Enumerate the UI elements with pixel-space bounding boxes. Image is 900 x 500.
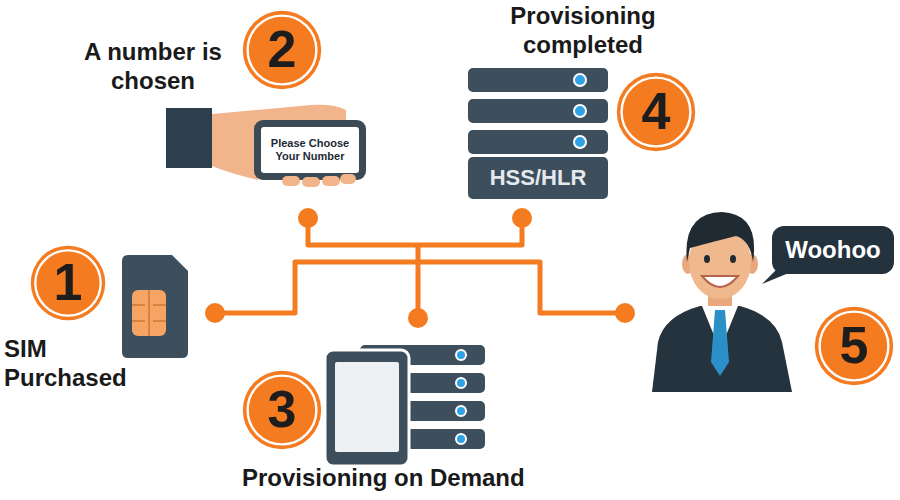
- status-light: [574, 136, 586, 148]
- wire: [416, 245, 421, 318]
- step-number: 4: [616, 72, 696, 152]
- server-unit: [468, 99, 608, 123]
- callout-number: 5: [840, 316, 869, 376]
- finger: [340, 174, 356, 184]
- status-light: [456, 350, 466, 360]
- wire-dot: [205, 303, 225, 323]
- circle-fill: [243, 371, 321, 449]
- wire-dots: [205, 208, 635, 328]
- hand-phone: [166, 105, 366, 187]
- step-number: 1: [30, 245, 106, 321]
- status-light: [456, 378, 466, 388]
- sim-card: [122, 255, 188, 358]
- chip-lines: [132, 290, 166, 336]
- server-rack: [468, 68, 608, 154]
- circle-ring: [622, 78, 691, 147]
- finger: [322, 176, 340, 186]
- status-light: [574, 74, 586, 86]
- node-text: Woohoo: [785, 236, 881, 264]
- smile: [702, 276, 738, 287]
- node-text: HSS/HLR: [490, 165, 587, 190]
- tie: [711, 310, 729, 376]
- tablet-servers: [325, 345, 485, 466]
- step-caption: SIM Purchased: [4, 335, 136, 393]
- circle-fill: [617, 73, 695, 151]
- step-caption: Provisioning on Demand: [242, 464, 525, 493]
- step-number: 2: [242, 10, 322, 90]
- wire-bus: [215, 218, 625, 318]
- callout-number: 4: [642, 82, 671, 142]
- tablet: [325, 350, 409, 466]
- status-light: [456, 406, 466, 416]
- finger: [302, 177, 320, 187]
- circle-fill: [243, 11, 321, 89]
- wire-dot: [512, 208, 532, 228]
- circle-ring: [820, 312, 889, 381]
- server-band: HSS/HLR: [468, 157, 608, 199]
- finger: [282, 176, 300, 186]
- wire-dot: [615, 303, 635, 323]
- phone: [254, 120, 366, 180]
- step-number: 5: [814, 306, 894, 386]
- sim-chip: [132, 290, 166, 336]
- suit: [652, 306, 792, 392]
- wire-dot: [298, 208, 318, 228]
- callout-number: 3: [268, 380, 297, 440]
- circle-fill: [31, 246, 105, 320]
- sleeve: [166, 108, 212, 168]
- status-light: [456, 434, 466, 444]
- status-light: [574, 105, 586, 117]
- circle-ring: [35, 250, 100, 315]
- circle-ring: [248, 16, 317, 85]
- step-number: 3: [242, 370, 322, 450]
- node-text: Please Choose Your Number: [261, 137, 359, 162]
- callout-number: 2: [268, 20, 297, 80]
- sim-body: [122, 255, 188, 358]
- step-caption: A number is chosen: [78, 38, 228, 96]
- circle-ring: [248, 376, 317, 445]
- wire: [308, 218, 522, 245]
- phone-screen: Please Choose Your Number: [261, 127, 359, 173]
- server-unit: [468, 68, 608, 92]
- eye: [730, 255, 736, 263]
- callout-number: 1: [54, 253, 83, 313]
- hair: [686, 212, 754, 262]
- tablet-screen: [335, 362, 399, 452]
- wire-dot: [408, 308, 428, 328]
- eye: [704, 255, 710, 263]
- server-unit: [468, 130, 608, 154]
- step-caption: Provisioning completed: [478, 2, 688, 60]
- circle-fill: [815, 307, 893, 385]
- speech-bubble: Woohoo: [772, 226, 894, 274]
